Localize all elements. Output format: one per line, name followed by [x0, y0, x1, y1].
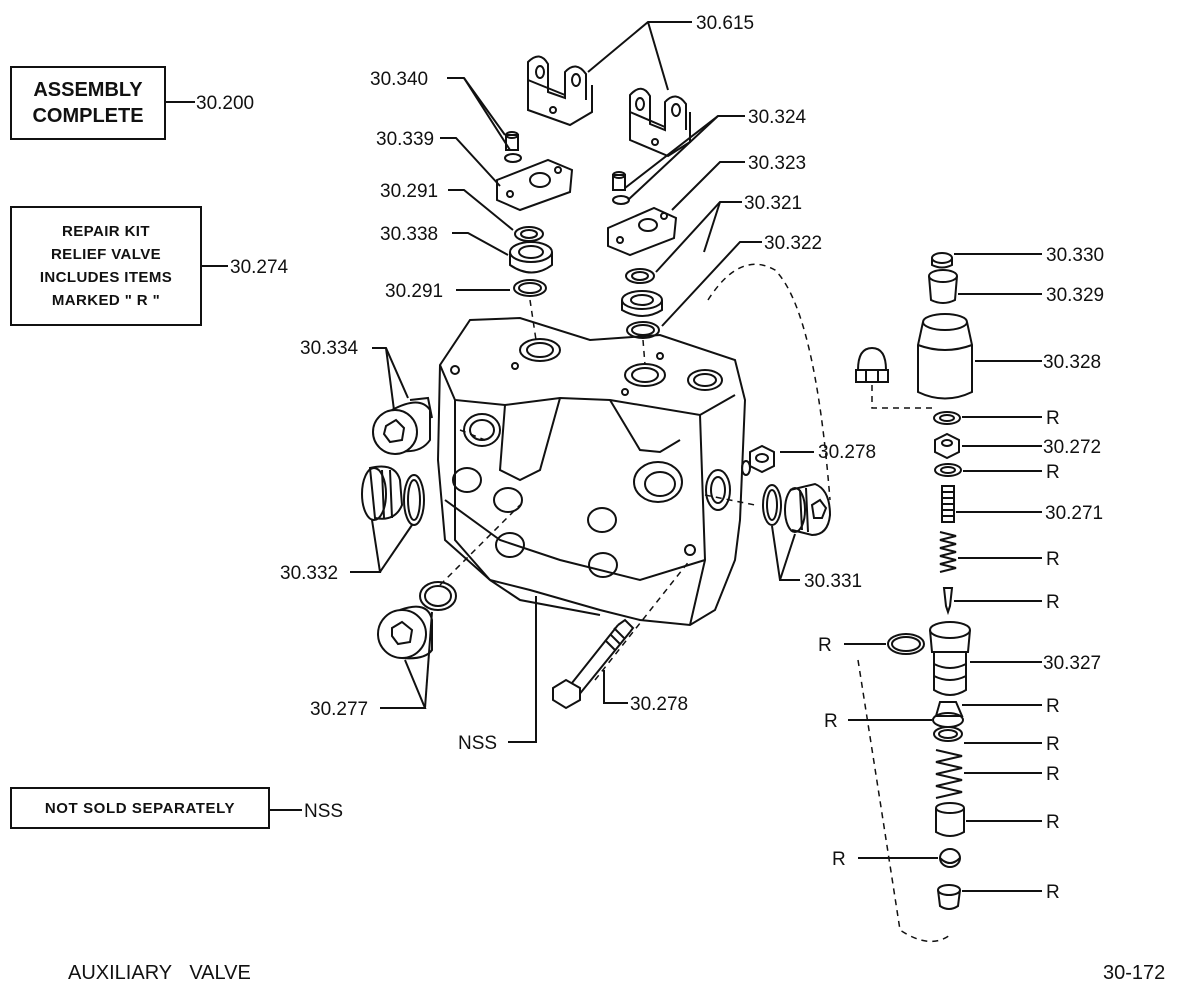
callout-30324: 30.324	[748, 107, 807, 128]
callout-r-3: R	[1046, 549, 1060, 570]
callout-r-12: R	[1046, 882, 1060, 903]
acorn-nut	[855, 346, 889, 383]
callout-30327: 30.327	[1043, 653, 1101, 674]
callout-30615: 30.615	[696, 13, 754, 34]
callout-r-2: R	[1046, 462, 1060, 483]
bolt-30278	[552, 618, 635, 710]
callout-r-9: R	[1046, 764, 1060, 785]
repair-line-3: INCLUDES ITEMS	[39, 269, 173, 286]
repair-kit-box: REPAIR KIT RELIEF VALVE INCLUDES ITEMS M…	[10, 206, 202, 326]
clevis-bracket-right	[629, 87, 691, 158]
callout-r-7: R	[824, 711, 838, 732]
callout-30278-bolt: 30.278	[630, 694, 688, 715]
callout-30321: 30.321	[744, 193, 802, 214]
assembly-line-1: ASSEMBLY	[33, 79, 143, 101]
seal-rings-left	[509, 226, 553, 297]
callout-r-10: R	[1046, 812, 1060, 833]
callout-r-1: R	[1046, 408, 1060, 429]
callout-nss-body: NSS	[458, 733, 497, 754]
plug-30331	[762, 482, 832, 537]
callout-30272: 30.272	[1043, 437, 1101, 458]
nut-30278	[741, 444, 775, 476]
callout-r-11: R	[832, 849, 846, 870]
callout-30277: 30.277	[310, 699, 368, 720]
callout-30329: 30.329	[1046, 285, 1104, 306]
assembly-complete-box: ASSEMBLY COMPLETE	[10, 66, 166, 140]
plug-30277	[377, 581, 457, 660]
callout-r-5: R	[818, 635, 832, 656]
repair-line-2: RELIEF VALVE	[50, 246, 162, 263]
callout-30334: 30.334	[300, 338, 359, 359]
callout-r-8: R	[1046, 734, 1060, 755]
callout-30278-nut: 30.278	[818, 442, 876, 463]
seal-rings-right	[621, 268, 663, 339]
assembly-line-2: COMPLETE	[32, 105, 144, 127]
callout-30323: 30.323	[748, 153, 806, 174]
flange-plate-left	[496, 158, 574, 212]
not-sold-separately-box: NOT SOLD SEPARATELY	[10, 787, 270, 829]
leader-lines	[162, 21, 1042, 892]
callout-30271: 30.271	[1045, 503, 1103, 524]
callout-30330: 30.330	[1046, 245, 1104, 266]
callout-30322: 30.322	[764, 233, 822, 254]
diagram-title: AUXILIARY VALVE	[68, 962, 251, 984]
page-number: 30-172	[1103, 962, 1166, 984]
repair-line-4: MARKED " R "	[51, 292, 161, 309]
callout-30291-upper: 30.291	[380, 181, 438, 202]
callout-30338: 30.338	[380, 224, 438, 245]
callout-30340: 30.340	[370, 69, 428, 90]
callout-30339: 30.339	[376, 129, 434, 150]
assembly-centerlines	[439, 263, 951, 943]
callout-30331: 30.331	[804, 571, 862, 592]
callout-30200: 30.200	[196, 93, 254, 114]
relief-valve-stack	[887, 252, 973, 910]
callout-r-6: R	[1046, 696, 1060, 717]
nss-line-1: NOT SOLD SEPARATELY	[44, 799, 236, 817]
callout-30291-lower: 30.291	[385, 281, 443, 302]
repair-line-1: REPAIR KIT	[62, 223, 150, 240]
callout-30332: 30.332	[280, 563, 338, 584]
callout-labels: 30.200 30.274 NSS 30.615 30.340 30.339 3…	[196, 13, 1104, 903]
callout-30274: 30.274	[230, 257, 289, 278]
flange-plate-right	[607, 206, 678, 257]
clevis-bracket-left	[527, 55, 593, 127]
plug-30332	[361, 465, 425, 526]
plug-30334	[372, 396, 433, 455]
callout-30328: 30.328	[1043, 352, 1101, 373]
callout-r-4: R	[1046, 592, 1060, 613]
valve-body	[436, 316, 747, 627]
callout-nss-legend: NSS	[304, 801, 343, 822]
